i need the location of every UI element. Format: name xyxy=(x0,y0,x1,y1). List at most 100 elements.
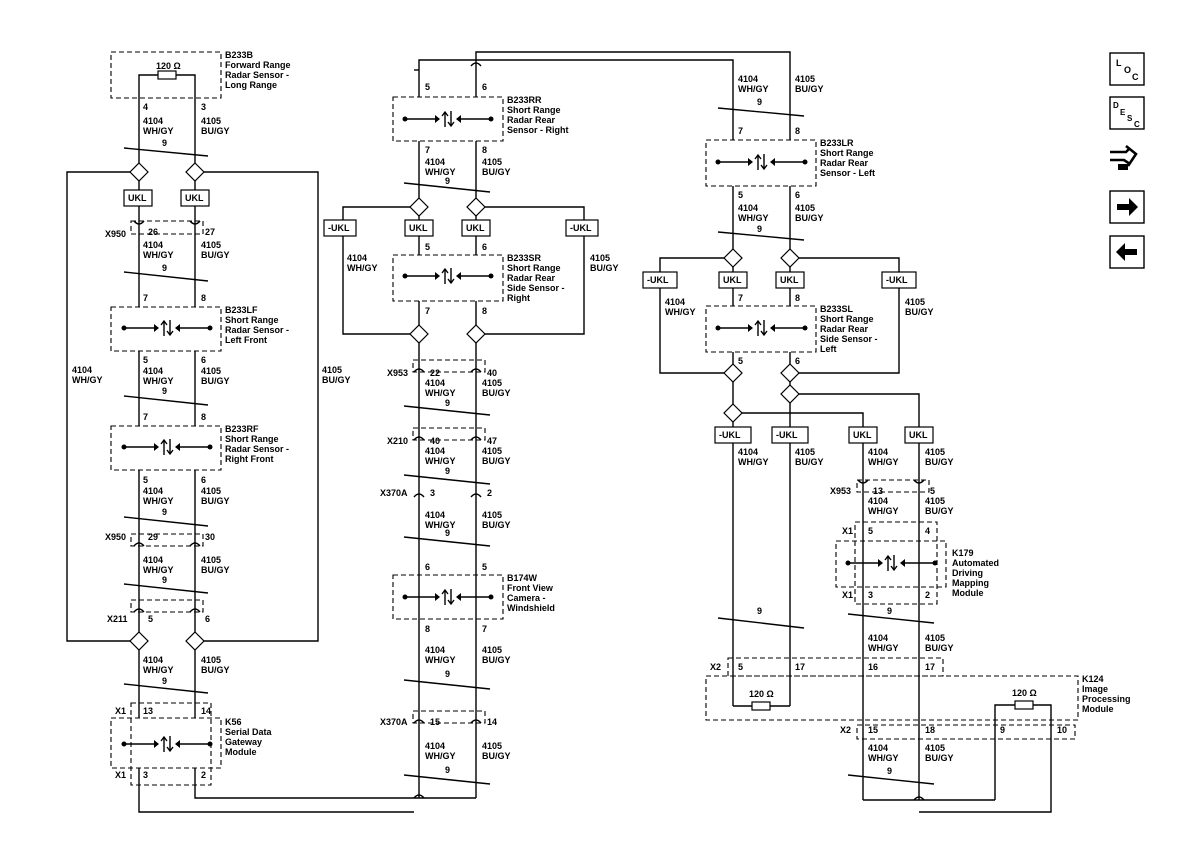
svg-text:D: D xyxy=(1113,101,1119,110)
svg-text:-UKL: -UKL xyxy=(570,223,592,233)
svg-text:WH/GY: WH/GY xyxy=(143,565,174,575)
svg-text:4105: 4105 xyxy=(590,253,610,263)
b233lr-module-box xyxy=(705,139,817,187)
svg-text:7: 7 xyxy=(425,306,430,316)
svg-text:6: 6 xyxy=(201,355,206,365)
svg-text:Radar Sensor -: Radar Sensor - xyxy=(225,444,289,454)
back-arrow-button[interactable] xyxy=(1109,235,1145,269)
svg-text:-UKL: -UKL xyxy=(719,430,741,440)
svg-text:WH/GY: WH/GY xyxy=(868,506,899,516)
svg-text:WH/GY: WH/GY xyxy=(143,126,174,136)
svg-text:27: 27 xyxy=(205,227,215,237)
svg-text:WH/GY: WH/GY xyxy=(143,665,174,675)
svg-text:17: 17 xyxy=(795,662,805,672)
svg-text:4105: 4105 xyxy=(201,240,221,250)
svg-text:Front View: Front View xyxy=(507,583,554,593)
svg-text:BU/GY: BU/GY xyxy=(925,643,954,653)
svg-text:Left: Left xyxy=(820,344,837,354)
svg-text:Radar Rear: Radar Rear xyxy=(820,324,869,334)
svg-text:BU/GY: BU/GY xyxy=(322,375,351,385)
svg-text:WH/GY: WH/GY xyxy=(738,213,769,223)
svg-text:5: 5 xyxy=(738,356,743,366)
svg-text:15: 15 xyxy=(430,717,440,727)
svg-text:5: 5 xyxy=(482,562,487,572)
svg-text:4105: 4105 xyxy=(925,496,945,506)
svg-text:WH/GY: WH/GY xyxy=(143,376,174,386)
svg-text:9: 9 xyxy=(162,575,167,585)
svg-text:X210: X210 xyxy=(387,436,408,446)
location-button[interactable]: L O C xyxy=(1109,52,1145,86)
svg-text:7: 7 xyxy=(143,412,148,422)
svg-text:4105: 4105 xyxy=(201,116,221,126)
svg-text:4104: 4104 xyxy=(665,297,685,307)
nav-buttons: L O C D E S C xyxy=(1109,52,1145,269)
connector-tool-icon[interactable] xyxy=(1110,144,1138,170)
svg-text:9: 9 xyxy=(445,398,450,408)
svg-text:Sensor - Left: Sensor - Left xyxy=(820,168,875,178)
b233b-pin-a: 4 xyxy=(143,102,148,112)
svg-text:X370A: X370A xyxy=(380,717,408,727)
svg-text:Short Range: Short Range xyxy=(225,434,279,444)
svg-text:X1: X1 xyxy=(842,590,853,600)
svg-text:Side Sensor -: Side Sensor - xyxy=(820,334,878,344)
svg-text:4105: 4105 xyxy=(482,378,502,388)
svg-text:BU/GY: BU/GY xyxy=(482,751,511,761)
b233b-line3: Long Range xyxy=(225,80,277,90)
ukl-left-hi xyxy=(123,189,153,207)
svg-text:X1: X1 xyxy=(842,526,853,536)
svg-text:4105: 4105 xyxy=(795,203,815,213)
svg-text:4104: 4104 xyxy=(143,116,163,126)
svg-text:4105: 4105 xyxy=(925,743,945,753)
svg-text:5: 5 xyxy=(148,614,153,624)
svg-text:B233SL: B233SL xyxy=(820,304,854,314)
svg-text:X1: X1 xyxy=(115,706,126,716)
svg-text:4105: 4105 xyxy=(482,157,502,167)
svg-text:4104: 4104 xyxy=(425,645,445,655)
svg-text:X953: X953 xyxy=(387,368,408,378)
svg-text:40: 40 xyxy=(487,368,497,378)
svg-text:Radar Rear: Radar Rear xyxy=(507,273,556,283)
svg-text:X370A: X370A xyxy=(380,488,408,498)
svg-text:BU/GY: BU/GY xyxy=(482,456,511,466)
svg-text:6: 6 xyxy=(201,475,206,485)
svg-text:BU/GY: BU/GY xyxy=(201,565,230,575)
svg-text:UKL: UKL xyxy=(466,223,485,233)
b233sr-module-box xyxy=(392,254,504,302)
svg-text:WH/GY: WH/GY xyxy=(425,751,456,761)
b233b-pin-b: 3 xyxy=(201,102,206,112)
svg-text:9: 9 xyxy=(445,528,450,538)
svg-text:4105: 4105 xyxy=(925,633,945,643)
svg-text:4104: 4104 xyxy=(143,486,163,496)
k124-resistor-b xyxy=(1014,700,1034,710)
forward-arrow-button[interactable] xyxy=(1109,190,1145,224)
svg-text:Image: Image xyxy=(1082,684,1108,694)
svg-text:B233RF: B233RF xyxy=(225,424,259,434)
k124-module-box xyxy=(705,675,1079,721)
svg-text:4104: 4104 xyxy=(425,157,445,167)
x950-label-a: X950 xyxy=(105,229,126,239)
svg-text:9: 9 xyxy=(162,676,167,686)
svg-text:3: 3 xyxy=(868,590,873,600)
svg-text:Automated: Automated xyxy=(952,558,999,568)
svg-text:Module: Module xyxy=(225,747,257,757)
svg-text:5: 5 xyxy=(425,82,430,92)
svg-text:UKL: UKL xyxy=(128,193,147,203)
svg-text:BU/GY: BU/GY xyxy=(482,167,511,177)
svg-text:WH/GY: WH/GY xyxy=(425,456,456,466)
svg-text:X950: X950 xyxy=(105,532,126,542)
k124-resistor-a xyxy=(751,701,771,711)
svg-text:9: 9 xyxy=(1000,725,1005,735)
svg-text:K124: K124 xyxy=(1082,674,1104,684)
svg-text:X2: X2 xyxy=(840,725,851,735)
svg-text:-UKL: -UKL xyxy=(886,275,908,285)
svg-text:5: 5 xyxy=(738,190,743,200)
svg-text:14: 14 xyxy=(487,717,497,727)
svg-text:BU/GY: BU/GY xyxy=(482,520,511,530)
svg-text:BU/GY: BU/GY xyxy=(795,84,824,94)
svg-text:WH/GY: WH/GY xyxy=(143,496,174,506)
svg-text:WH/GY: WH/GY xyxy=(738,457,769,467)
description-button[interactable]: D E S C xyxy=(1109,96,1145,130)
svg-text:2: 2 xyxy=(925,590,930,600)
svg-text:K179: K179 xyxy=(952,548,974,558)
